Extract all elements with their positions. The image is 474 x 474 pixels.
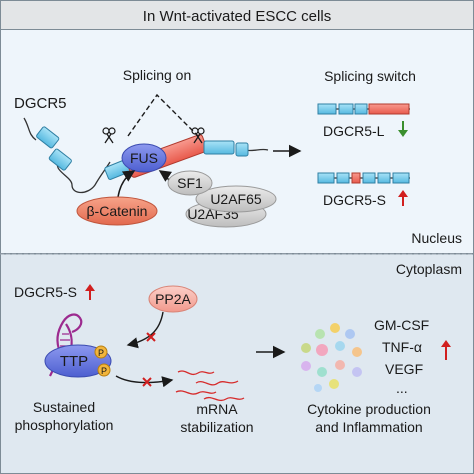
down-arrow-icon xyxy=(398,121,408,137)
scissors-icon xyxy=(102,127,116,144)
pp2a-protein xyxy=(148,285,198,313)
mrna-label-line1: mRNA xyxy=(196,401,238,417)
ttp-to-mrna-arrow xyxy=(115,375,174,388)
cytokine-particles xyxy=(301,323,362,392)
up-arrow-icon xyxy=(398,190,408,206)
dgcr5-s-label: DGCR5-S xyxy=(323,192,386,208)
page-title: In Wnt-activated ESCC cells xyxy=(143,8,331,25)
beta-catenin-protein xyxy=(76,196,158,226)
u2af65-label: U2AF65 xyxy=(210,191,262,207)
exon-1 xyxy=(36,126,60,149)
pp2a-to-ttp-arrow xyxy=(126,311,164,349)
dgcr5-l-label: DGCR5-L xyxy=(323,123,385,139)
dgcr5-long-transcript xyxy=(317,103,410,115)
sustained-label-line2: phosphorylation xyxy=(15,417,114,433)
cytokine-gm-csf: GM-CSF xyxy=(374,317,429,333)
outcome-label-line1: Cytokine production xyxy=(307,401,431,417)
up-arrow-icon xyxy=(441,340,451,360)
exon-5 xyxy=(235,142,249,157)
phospho-label-1: P xyxy=(98,348,104,358)
scissors-icon xyxy=(191,127,205,144)
phospho-label-2: P xyxy=(101,366,107,376)
splicing-on-label: Splicing on xyxy=(123,67,192,83)
cytokine-vegf: VEGF xyxy=(385,361,423,377)
beta-catenin-label: β-Catenin xyxy=(87,203,148,219)
fus-protein xyxy=(121,143,167,173)
pp2a-label: PP2A xyxy=(155,291,191,307)
u2af65-protein xyxy=(195,185,277,213)
splicing-switch-label: Splicing switch xyxy=(324,68,416,84)
block-mark-2 xyxy=(142,377,152,387)
header-bar xyxy=(0,0,474,30)
ttp-label: TTP xyxy=(60,353,88,370)
sf1-label: SF1 xyxy=(177,175,203,191)
nucleus-label: Nucleus xyxy=(411,230,462,246)
block-mark-1 xyxy=(146,332,156,342)
fus-label: FUS xyxy=(130,150,158,166)
splicing-junction xyxy=(127,93,201,139)
sustained-label-line1: Sustained xyxy=(33,399,95,415)
sf1-protein xyxy=(167,170,213,196)
cytoplasm-label: Cytoplasm xyxy=(396,261,462,277)
cyto-dgcr5s-label: DGCR5-S xyxy=(14,284,77,300)
outcome-label-line2: and Inflammation xyxy=(315,419,422,435)
dgcr5-gene-label: DGCR5 xyxy=(14,95,67,112)
exon-4 xyxy=(203,140,235,155)
mrna-strands xyxy=(175,370,245,402)
up-arrow-icon xyxy=(85,284,95,300)
ttp-protein xyxy=(44,344,112,378)
cytokine-tnf-alpha: TNF-α xyxy=(382,339,422,355)
catenin-to-fus-arrow xyxy=(117,170,136,198)
cytokine-more: ... xyxy=(396,380,408,396)
dgcr5-short-transcript xyxy=(317,172,410,184)
phospho-site-2 xyxy=(97,363,111,377)
exon-2 xyxy=(48,148,72,171)
phospho-site-1 xyxy=(94,345,108,359)
mrna-label-line2: stabilization xyxy=(180,419,253,435)
